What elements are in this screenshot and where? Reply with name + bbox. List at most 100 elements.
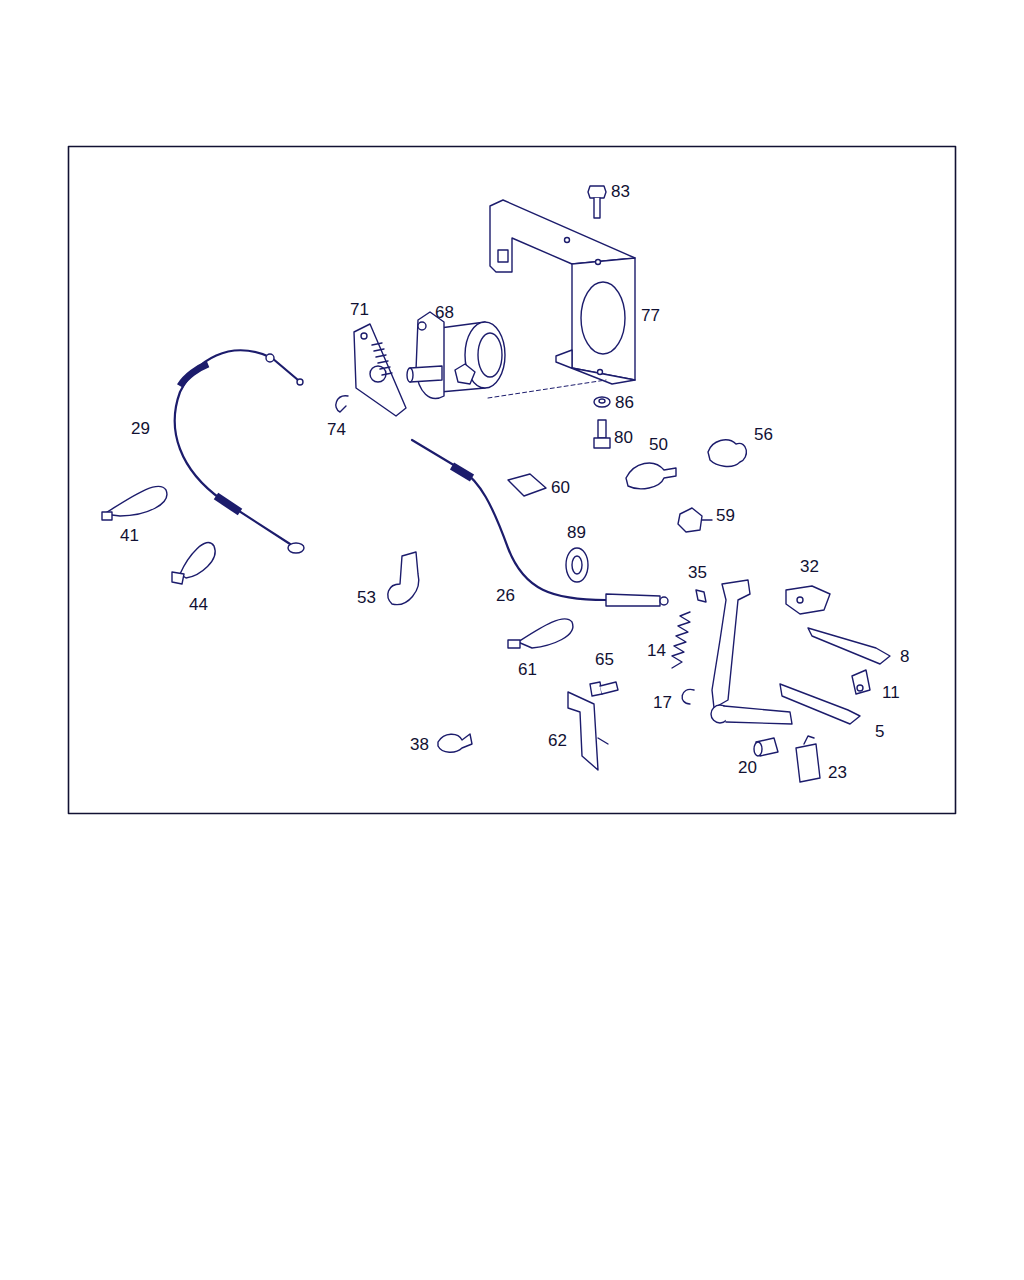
callout-number: 74: [327, 420, 346, 440]
strap-44-shape: [172, 572, 184, 584]
cable-29: [175, 350, 304, 553]
bolt-65: [590, 682, 618, 696]
bracket-62-shape: [568, 692, 598, 770]
callout-number: 83: [611, 182, 630, 202]
cable-29-shape: [180, 364, 208, 386]
clip-59-shape: [678, 508, 702, 532]
cable-29-shape: [266, 354, 274, 362]
cable-26: [412, 440, 668, 606]
callout-number: 68: [435, 303, 454, 323]
part-11-shape: [852, 670, 870, 694]
bracket-77-shape: [572, 258, 635, 380]
motor-68-shape: [407, 368, 413, 382]
cable-26-shape: [412, 440, 606, 600]
pedal-5-shape: [724, 706, 792, 724]
clip-17-shape: [682, 689, 694, 704]
plate-71-shape: [361, 333, 367, 339]
switch-23-shape: [796, 744, 820, 782]
strap-41: [102, 486, 167, 520]
callout-number: 35: [688, 563, 707, 583]
pin-35-shape: [696, 590, 706, 602]
grommet-89: [566, 548, 588, 582]
callout-number: 50: [649, 435, 668, 455]
callout-number: 80: [614, 428, 633, 448]
clip-50-shape: [626, 463, 676, 489]
callout-number: 11: [882, 683, 900, 703]
callout-number: 62: [548, 731, 567, 751]
motor-68-shape: [418, 322, 426, 330]
pad-8: [808, 628, 890, 664]
motor-68: [407, 312, 606, 398]
bolt-80: [594, 420, 610, 448]
clip-74: [336, 396, 348, 412]
cable-29-shape: [288, 543, 304, 553]
motor-68-shape: [478, 333, 502, 377]
callout-number: 14: [647, 641, 666, 661]
callout-number: 20: [738, 758, 757, 778]
pin-35: [696, 590, 706, 602]
bracket-32-shape: [797, 597, 803, 603]
strap-41-shape: [104, 486, 167, 516]
pedal-5-shape: [712, 580, 750, 708]
cable-26-shape: [606, 594, 660, 606]
bolt-80-shape: [594, 438, 610, 448]
clip-59-shape: [702, 519, 712, 520]
frame: [69, 147, 956, 814]
callout-number: 65: [595, 650, 614, 670]
cable-26-shape: [452, 466, 472, 478]
spring-14: [672, 612, 690, 668]
callout-number: 59: [716, 506, 735, 526]
strap-61: [508, 619, 573, 648]
pin-20: [754, 738, 778, 756]
bracket-77-shape: [498, 250, 508, 262]
frame-shape: [69, 147, 956, 814]
plate-71-shape: [354, 324, 406, 416]
bracket-77-shape: [581, 282, 625, 354]
strap-41-shape: [102, 512, 112, 520]
motor-68-shape: [416, 312, 444, 398]
motor-68-shape: [488, 380, 606, 398]
callout-number: 38: [410, 735, 429, 755]
callout-number: 53: [357, 588, 376, 608]
clip-38-shape: [438, 734, 472, 752]
bracket-62: [568, 692, 608, 770]
callout-number: 5: [875, 722, 884, 742]
clip-74-shape: [336, 396, 348, 412]
bracket-77-shape: [556, 350, 635, 384]
switch-23-shape: [804, 736, 814, 744]
callout-number: 71: [350, 300, 369, 320]
grommet-89-shape: [566, 548, 588, 582]
switch-23: [796, 736, 820, 782]
clip-60-shape: [508, 474, 546, 496]
bracket-62-shape: [598, 738, 608, 744]
washer-86-shape: [594, 397, 610, 407]
bolt-83: [588, 186, 606, 218]
bolt-83-shape: [588, 186, 606, 198]
strap-44: [172, 543, 215, 584]
cable-26-shape: [660, 597, 668, 605]
clip-53: [388, 552, 419, 605]
bolt-65-shape: [600, 682, 618, 694]
bracket-77-shape: [565, 238, 570, 243]
callout-number: 41: [120, 526, 139, 546]
clip-59: [678, 508, 712, 532]
callout-number: 26: [496, 586, 515, 606]
bolt-65-shape: [590, 682, 602, 696]
callout-number: 56: [754, 425, 773, 445]
motor-68-shape: [410, 366, 442, 382]
washer-86: [594, 397, 610, 407]
motor-68-shape: [455, 364, 475, 384]
callout-number: 86: [615, 393, 634, 413]
pedal-5: [711, 580, 860, 724]
clip-56-shape: [708, 440, 746, 467]
cable-29-shape: [216, 496, 240, 512]
callout-number: 29: [131, 419, 150, 439]
strap-61-shape: [518, 619, 573, 648]
strap-44-shape: [180, 543, 215, 578]
clip-56: [708, 440, 746, 467]
bolt-80-shape: [598, 420, 606, 438]
bolt-83-shape: [594, 198, 600, 218]
callout-number: 23: [828, 763, 847, 783]
